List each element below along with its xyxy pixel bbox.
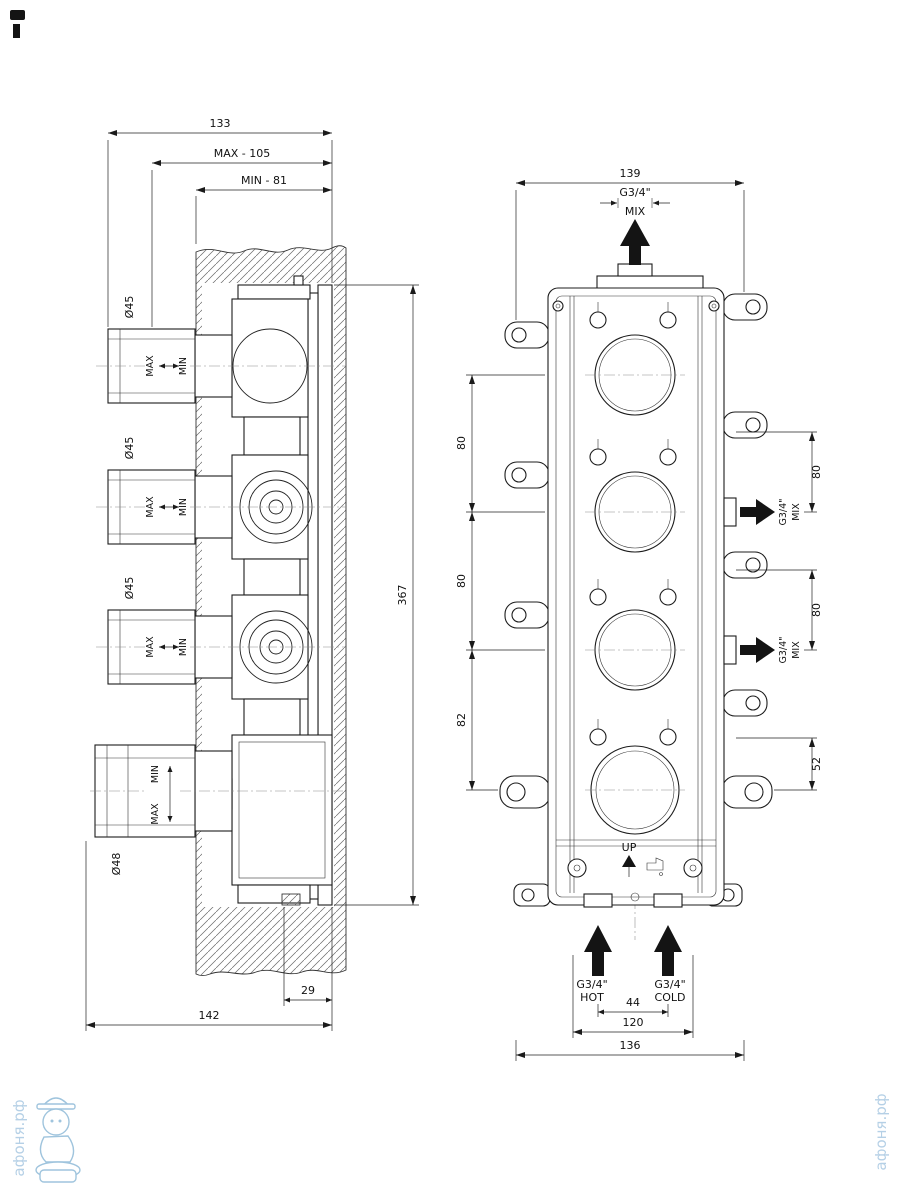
side-outlet-2-label: MIX	[791, 641, 802, 659]
max-label: MAX	[150, 803, 161, 825]
dim-depth-min: MIN - 81	[241, 174, 287, 187]
side-view-dimensions: 133 MAX - 105 MIN - 81 367 29 142 Ø45 Ø4…	[85, 117, 419, 1031]
port3-diameter: Ø45	[123, 577, 136, 600]
housing-1	[231, 298, 309, 418]
mix-side-arrow-1	[740, 499, 775, 525]
port-2	[107, 469, 233, 545]
dim-left-2: 80	[455, 574, 468, 588]
max-label: MAX	[145, 636, 156, 658]
side-outlet-1-size: G3/4"	[778, 498, 789, 525]
top-outlet-size: G3/4"	[619, 186, 650, 199]
port-3	[107, 609, 233, 685]
dim-mounts: 120	[623, 1016, 644, 1029]
port1-diameter: Ø45	[123, 296, 136, 319]
adjust-range-port1: MAX MIN	[145, 355, 189, 377]
dim-left-3: 82	[455, 713, 468, 727]
side-outlet-1-label: MIX	[791, 503, 802, 521]
dim-width: 139	[620, 167, 641, 180]
dim-inlets: 44	[626, 996, 640, 1009]
inlet-cold-label: COLD	[655, 991, 686, 1004]
valve-body-side	[90, 275, 346, 906]
side-outlet-stub-2	[723, 635, 737, 665]
adjust-range-port2: MAX MIN	[145, 496, 189, 518]
dim-left-1: 80	[455, 436, 468, 450]
watermark-right: афоня.рф	[872, 1093, 890, 1170]
min-label: MIN	[178, 498, 189, 516]
corner-mark	[10, 10, 25, 38]
port2-diameter: Ø45	[123, 437, 136, 460]
dim-depth-overall: 133	[210, 117, 231, 130]
dim-right-2: 80	[810, 603, 823, 617]
mix-top-arrow	[620, 219, 650, 265]
side-outlet-2-size: G3/4"	[778, 636, 789, 663]
adjust-range-port3: MAX MIN	[145, 636, 189, 658]
min-label: MIN	[178, 357, 189, 375]
mix-side-arrow-2	[740, 637, 775, 663]
inlet-hot-label: HOT	[580, 991, 604, 1004]
top-outlet-stub	[617, 263, 653, 277]
up-marker	[622, 855, 664, 877]
hook-holes	[589, 302, 677, 746]
housing-4	[231, 734, 333, 886]
mascot-logo	[35, 1097, 81, 1183]
inlet-cold-size: G3/4"	[654, 978, 685, 991]
min-label: MIN	[150, 765, 161, 783]
inlet-hot-size: G3/4"	[576, 978, 607, 991]
dim-depth-total: 142	[199, 1009, 220, 1022]
hot-inlet-arrow	[584, 925, 612, 976]
min-label: MIN	[178, 638, 189, 656]
top-outlet-label: MIX	[625, 205, 646, 218]
watermark-left: афоня.рф	[10, 1099, 28, 1176]
dim-base: 136	[620, 1039, 641, 1052]
dim-depth-max: MAX - 105	[214, 147, 271, 160]
mounting-ears	[499, 293, 773, 809]
dim-plate-offset: 29	[301, 984, 315, 997]
side-view	[90, 245, 347, 976]
dim-right-1: 80	[810, 465, 823, 479]
max-label: MAX	[145, 496, 156, 518]
centerlines-side	[90, 365, 346, 792]
front-view-dimensions: 139 G3/4" MIX 80 80 82 G3/4" MIX G3/4" M…	[455, 167, 823, 1061]
max-label: MAX	[145, 355, 156, 377]
dim-right-3: 52	[810, 757, 823, 771]
bracket-frame	[547, 287, 725, 906]
dim-height: 367	[396, 585, 409, 606]
up-label: UP	[622, 841, 637, 854]
adjust-range-port4: MIN MAX	[150, 765, 173, 825]
port4-diameter: Ø48	[110, 853, 123, 876]
side-outlet-stub-1	[723, 497, 737, 527]
front-view	[499, 219, 775, 976]
cold-inlet-arrow	[654, 925, 682, 976]
